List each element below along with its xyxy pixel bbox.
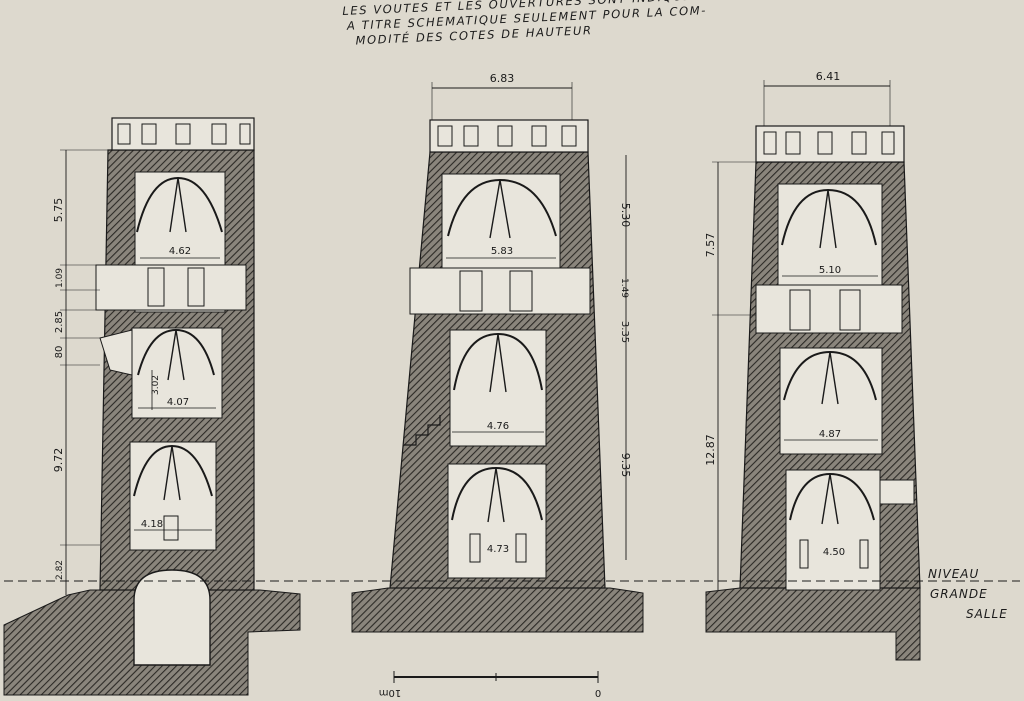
- middle-dim-width-top: 6.83: [490, 72, 515, 85]
- section-middle: 6.83 5.30 1.49 3.35 9.35 5.83 4.76 4.73: [351, 72, 644, 633]
- left-dim-h-lower: 9.72: [52, 448, 65, 473]
- left-dim-w-low: 4.18: [141, 519, 163, 530]
- left-room-middle: [131, 327, 223, 419]
- right-dim-h-lower: 12.87: [704, 434, 717, 466]
- right-dim-w-low: 4.50: [823, 547, 845, 558]
- left-parapet: [111, 117, 255, 151]
- left-dim-h-band: 1.09: [55, 268, 65, 288]
- middle-room-lower: [447, 463, 547, 579]
- left-cistern: [133, 569, 211, 666]
- level-label-line-2: GRANDE: [930, 587, 988, 601]
- left-dim-w-upper: 4.62: [169, 246, 191, 257]
- middle-room-middle: [449, 329, 547, 447]
- middle-dim-w-upper: 5.83: [491, 246, 513, 257]
- middle-dim-h-band: 1.49: [619, 278, 629, 298]
- right-dim-w-mid: 4.87: [819, 429, 841, 440]
- scale-bar: 10m 0: [379, 671, 601, 698]
- right-ground: [705, 587, 921, 661]
- scale-right-label: 0: [595, 687, 601, 698]
- level-label-line-1: NIVEAU: [928, 567, 979, 581]
- right-window-band: [755, 284, 903, 334]
- left-dim-room-h: 3.02: [151, 375, 161, 395]
- scale-left-label: 10m: [379, 687, 401, 698]
- middle-parapet: [429, 119, 589, 153]
- left-dim-w-mid: 4.07: [167, 397, 189, 408]
- middle-stair: [404, 415, 441, 446]
- middle-room-upper: [441, 173, 561, 273]
- middle-window-band: [409, 267, 591, 315]
- left-dim-h-mid: 2.85: [54, 311, 65, 333]
- left-room-lower: [129, 441, 217, 551]
- section-left: 5.75 1.09 2.85 80 9.72 2.82 4.62 4.07 3.…: [3, 117, 301, 696]
- left-dim-h-base: 2.82: [55, 560, 65, 580]
- middle-dim-h-low: 9.35: [619, 453, 632, 478]
- middle-dim-w-low: 4.73: [487, 544, 509, 555]
- middle-dim-w-mid: 4.76: [487, 421, 509, 432]
- middle-dim-h-mid: 3.35: [619, 321, 630, 343]
- left-dim-h-top: 5.75: [52, 198, 65, 223]
- level-label-line-3: SALLE: [966, 607, 1008, 621]
- right-dim-h-upper: 7.57: [704, 233, 717, 258]
- middle-dim-h-top: 5.30: [619, 203, 632, 228]
- section-right: 6.41 7.57 12.87 5.10 4.87 4.50: [704, 70, 921, 661]
- middle-ground: [351, 587, 644, 633]
- left-window-band: [95, 264, 247, 311]
- right-dim-w-upper: 5.10: [819, 265, 841, 276]
- right-room-middle: [779, 347, 883, 455]
- left-dim-h-80: 80: [54, 346, 65, 359]
- right-dim-width-top: 6.41: [816, 70, 841, 83]
- right-room-lower: [785, 469, 881, 591]
